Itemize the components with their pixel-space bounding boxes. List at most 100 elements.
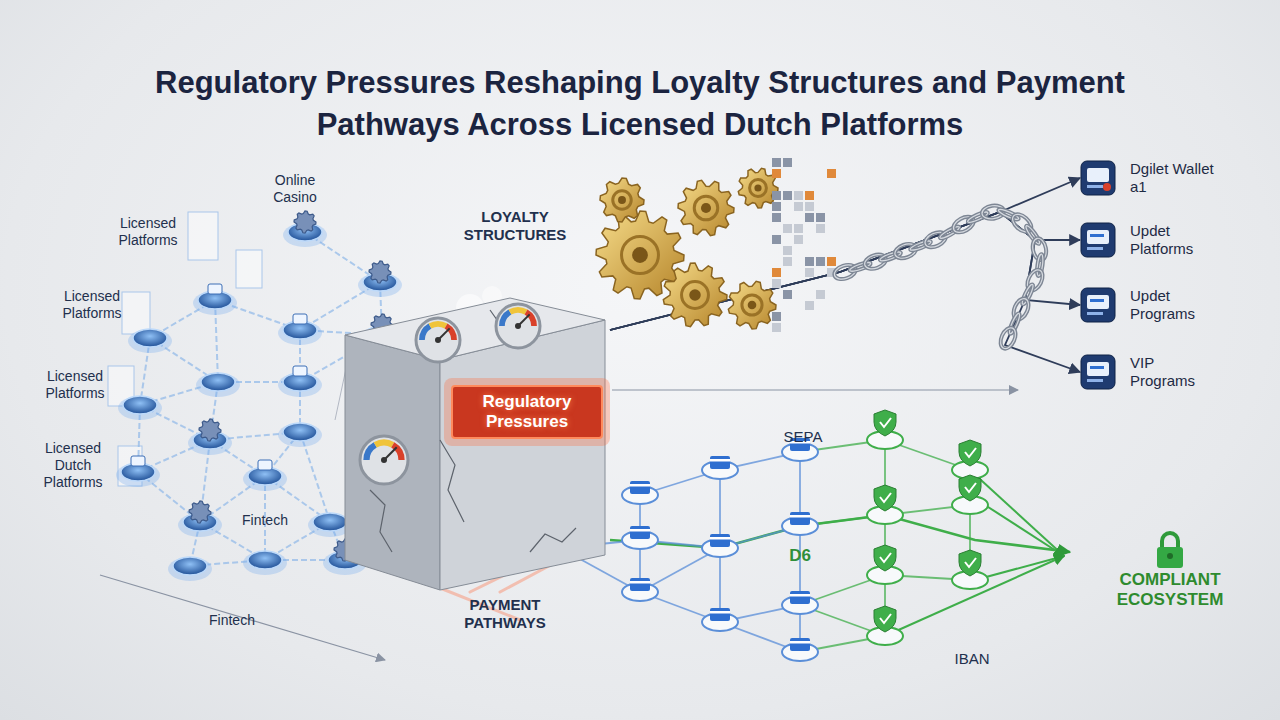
icon-frame [1081, 288, 1115, 322]
gauge-band [429, 321, 448, 328]
disc-top [782, 596, 818, 614]
check-mark [965, 448, 976, 457]
card-icon [1080, 354, 1116, 390]
card-icon [790, 512, 810, 525]
gold-gear [600, 178, 644, 222]
disc-glow [128, 329, 172, 353]
check-mark [880, 614, 891, 623]
payment-link [969, 470, 971, 505]
gear-ring [682, 282, 709, 309]
gauge-band [363, 442, 376, 460]
network-link [210, 382, 218, 440]
link-shine [863, 252, 888, 271]
card-stripe [790, 515, 810, 518]
link-body [1021, 283, 1035, 305]
gauge-band [374, 439, 395, 447]
link-shine [909, 239, 931, 251]
card-stripe [630, 529, 650, 532]
gold-gear [728, 281, 776, 329]
pressure-gauge [360, 436, 408, 484]
pixel-square [783, 246, 792, 255]
payment-disc [952, 550, 988, 589]
converging-arrows [885, 470, 1064, 636]
payment-link [640, 592, 720, 622]
payment-link [799, 526, 801, 605]
element-label: Fintech [230, 512, 300, 529]
card-icon [630, 578, 650, 591]
chain-link [1031, 237, 1048, 261]
network-link [265, 432, 300, 476]
disc-glow [278, 373, 322, 397]
label-panel [452, 386, 602, 438]
network-link [300, 432, 330, 522]
gear-icon [199, 419, 221, 441]
lock-icon [1150, 528, 1190, 570]
pixel-square [783, 224, 792, 233]
pixel-square [772, 312, 781, 321]
icon-frame [1081, 355, 1115, 389]
network-link [210, 440, 265, 476]
link-shine [1009, 211, 1034, 235]
icon-frame [1081, 161, 1115, 195]
gear-body [678, 180, 734, 235]
link-shine [893, 241, 918, 261]
disc-top [622, 486, 658, 504]
card-icon [790, 638, 810, 651]
network-link [150, 338, 218, 382]
disc-glow [168, 557, 212, 581]
gear-ring [742, 295, 762, 315]
glass-panel [236, 250, 262, 288]
flow-arrow [100, 575, 385, 660]
disc-top [702, 461, 738, 479]
gear-ring [613, 191, 631, 209]
chain-link [967, 210, 989, 224]
network-link [305, 232, 380, 282]
chain-link [849, 261, 871, 273]
link-body [909, 239, 931, 251]
icon-frame [1081, 223, 1115, 257]
chain-link [909, 239, 931, 251]
network-link [140, 382, 218, 405]
gear-icon [294, 211, 316, 233]
disc-top [193, 431, 227, 449]
gauge-band [509, 307, 528, 314]
gauge-hub [381, 457, 387, 463]
card-label: VIP Programs [1130, 354, 1218, 390]
disc-top [702, 613, 738, 631]
disc-top [867, 627, 903, 645]
link-body [951, 214, 977, 236]
link-body [923, 229, 948, 250]
platform-disc [128, 329, 172, 353]
network-link [215, 300, 300, 330]
link-shine [951, 214, 977, 236]
card-icon [1080, 222, 1116, 258]
pixel-square [816, 290, 825, 299]
connector-arrow [610, 515, 1070, 552]
payment-link [800, 575, 885, 605]
payment-link [719, 470, 721, 548]
gear-hole [701, 203, 711, 213]
disc-glow [196, 373, 240, 397]
disc-top [248, 467, 282, 485]
element-label: Licensed Platforms [30, 368, 120, 402]
pixel-square [805, 268, 814, 277]
card-stripe [630, 484, 650, 487]
network-link [265, 559, 345, 561]
gold-gear [738, 168, 778, 208]
chain-link [1009, 211, 1034, 235]
payment-link [800, 636, 885, 652]
glass-panel [108, 366, 134, 406]
platform-disc [278, 423, 322, 447]
payment-link [969, 505, 971, 580]
payment-network-links [560, 440, 970, 652]
disc-top [283, 373, 317, 391]
chain-link [1024, 267, 1045, 292]
link-body [893, 241, 918, 261]
card-label: Updet Programs [1130, 287, 1218, 323]
link-body [833, 262, 858, 281]
payment-link [800, 605, 885, 636]
lock-keyhole [1167, 553, 1173, 559]
icon-bar [1087, 312, 1103, 315]
card-stripe [710, 459, 730, 462]
link-shine [1021, 283, 1035, 305]
